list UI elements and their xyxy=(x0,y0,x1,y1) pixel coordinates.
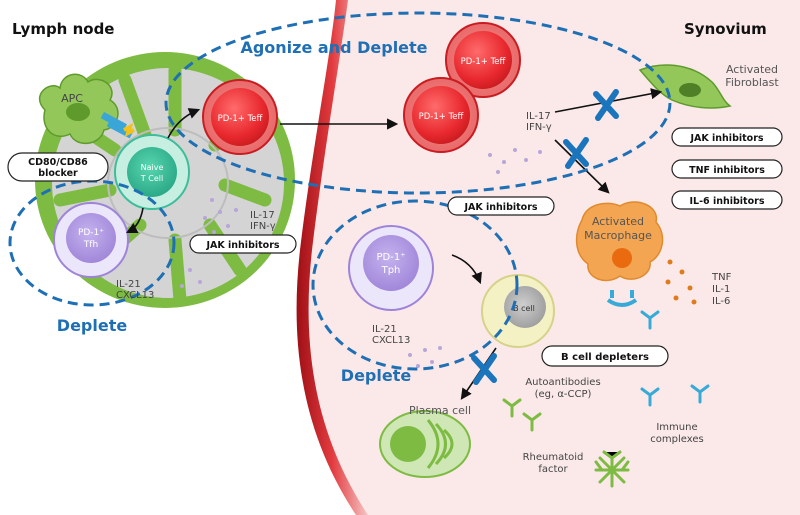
arrow-to-macrophage xyxy=(554,139,610,194)
syn-ifn-label: IFN-γ xyxy=(526,122,552,133)
synovium-title: Synovium xyxy=(684,20,767,38)
cd80-blocker-badge: CD80/CD86 blocker xyxy=(7,152,109,182)
tph-il21-label: IL-21 xyxy=(372,324,397,335)
ln-il21-label: IL-21 xyxy=(116,279,141,290)
tph-label-line1: PD-1⁺ xyxy=(377,252,406,263)
jak-inhibitors-ln-badge: JAK inhibitors xyxy=(189,234,297,254)
arrow-naive-to-teff xyxy=(167,108,201,139)
macrophage-label-line2: Macrophage xyxy=(584,229,652,242)
rheumatoid-factor-label-line1: Rheumatoid xyxy=(523,452,584,463)
deplete-left-label: Deplete xyxy=(57,316,128,335)
ln-il17-label: IL-17 xyxy=(250,210,275,221)
rheumatoid-factor-icon xyxy=(594,450,630,488)
block-x-macrophage xyxy=(563,137,589,169)
tnf-inhibitors-badge: TNF inhibitors xyxy=(671,159,783,179)
il6-inhibitors-badge: IL-6 inhibitors xyxy=(671,190,783,210)
lymph-node-title: Lymph node xyxy=(12,20,114,38)
ln-ifn-label: IFN-γ xyxy=(250,221,276,232)
block-x-fibroblast xyxy=(593,89,619,121)
autoantibodies-label-line2: (eg, α-CCP) xyxy=(535,389,592,400)
plasma-label: Plasma cell xyxy=(409,404,471,417)
b-cell: B cell xyxy=(481,274,555,348)
teff-cell-synovium-top: PD-1+ Teff xyxy=(445,22,521,98)
macrophage-cytokine-dots xyxy=(665,259,697,305)
arrow-naive-to-tfh xyxy=(125,207,144,234)
naive-t-cell: Naive T Cell xyxy=(114,134,190,210)
fibroblast-label-line1: Activated xyxy=(726,63,778,76)
ln-cxcl13-label: CXCL13 xyxy=(116,290,154,301)
tfh-cell: PD-1⁺ Tfh xyxy=(53,202,129,278)
rheumatoid-factor-label-line2: factor xyxy=(538,464,568,475)
teff-cell-lymph-node: PD-1+ Teff xyxy=(202,79,278,155)
jak-center-label: JAK inhibitors xyxy=(463,202,537,213)
jak-inhibitors-right-badge: JAK inhibitors xyxy=(671,127,783,147)
macrophage-label-line1: Activated xyxy=(592,215,644,228)
cytokine-dots xyxy=(180,148,542,368)
mac-il6-label: IL-6 xyxy=(712,296,730,307)
immune-complexes-label-line2: complexes xyxy=(650,434,703,445)
teff-cell-synovium-bottom: PD-1+ Teff xyxy=(403,77,479,153)
tfh-label-line1: PD-1⁺ xyxy=(78,228,104,238)
fibroblast-label-line2: Fibroblast xyxy=(725,76,779,89)
immune-complexes-label-line1: Immune xyxy=(656,422,697,433)
plasma-cell: Plasma cell xyxy=(379,404,471,478)
tph-cxcl13-label: CXCL13 xyxy=(372,335,410,346)
deplete-center-label: Deplete xyxy=(341,366,412,385)
teff-syn-bottom-label: PD-1+ Teff xyxy=(419,112,465,122)
bcell-depleters-badge: B cell depleters xyxy=(541,345,669,367)
mac-il1-label: IL-1 xyxy=(712,284,730,295)
tph-cell: PD-1⁺ Tph xyxy=(348,225,434,311)
tfh-label-line2: Tfh xyxy=(83,240,98,250)
jak-ln-label: JAK inhibitors xyxy=(205,240,279,251)
apc-label: APC xyxy=(61,92,83,105)
agonize-deplete-outline xyxy=(164,11,672,195)
deplete-center-outline xyxy=(311,199,519,371)
teff-ln-label: PD-1+ Teff xyxy=(218,114,264,124)
jak-right-label: JAK inhibitors xyxy=(689,133,763,144)
autoantibodies-label-line1: Autoantibodies xyxy=(525,377,600,388)
bcell-label: B cell xyxy=(513,304,535,313)
jak-inhibitors-center-badge: JAK inhibitors xyxy=(447,196,555,216)
mac-tnf-label: TNF xyxy=(711,272,732,283)
agonize-deplete-label: Agonize and Deplete xyxy=(240,38,427,57)
arrow-tph-to-bcell xyxy=(451,254,482,285)
naive-label-line2: T Cell xyxy=(140,174,163,183)
synovium-edge xyxy=(296,0,368,515)
activated-fibroblast: Activated Fibroblast xyxy=(638,63,779,109)
tnf-label: TNF inhibitors xyxy=(689,165,765,176)
cd80-label-line2: blocker xyxy=(38,168,78,179)
cd80-label-line1: CD80/CD86 xyxy=(28,157,88,168)
autoantibodies xyxy=(502,398,542,432)
teff-syn-top-label: PD-1+ Teff xyxy=(461,57,507,67)
naive-label-line1: Naive xyxy=(141,163,164,172)
syn-il17-label: IL-17 xyxy=(526,111,551,122)
bcell-depleters-label: B cell depleters xyxy=(561,352,649,363)
il6-label: IL-6 inhibitors xyxy=(690,196,765,207)
tph-label-line2: Tph xyxy=(381,265,401,276)
apc-cell: APC xyxy=(38,73,135,144)
activated-macrophage: Activated Macrophage xyxy=(575,201,664,307)
block-x-plasma xyxy=(471,353,497,385)
immune-complexes xyxy=(640,310,710,407)
